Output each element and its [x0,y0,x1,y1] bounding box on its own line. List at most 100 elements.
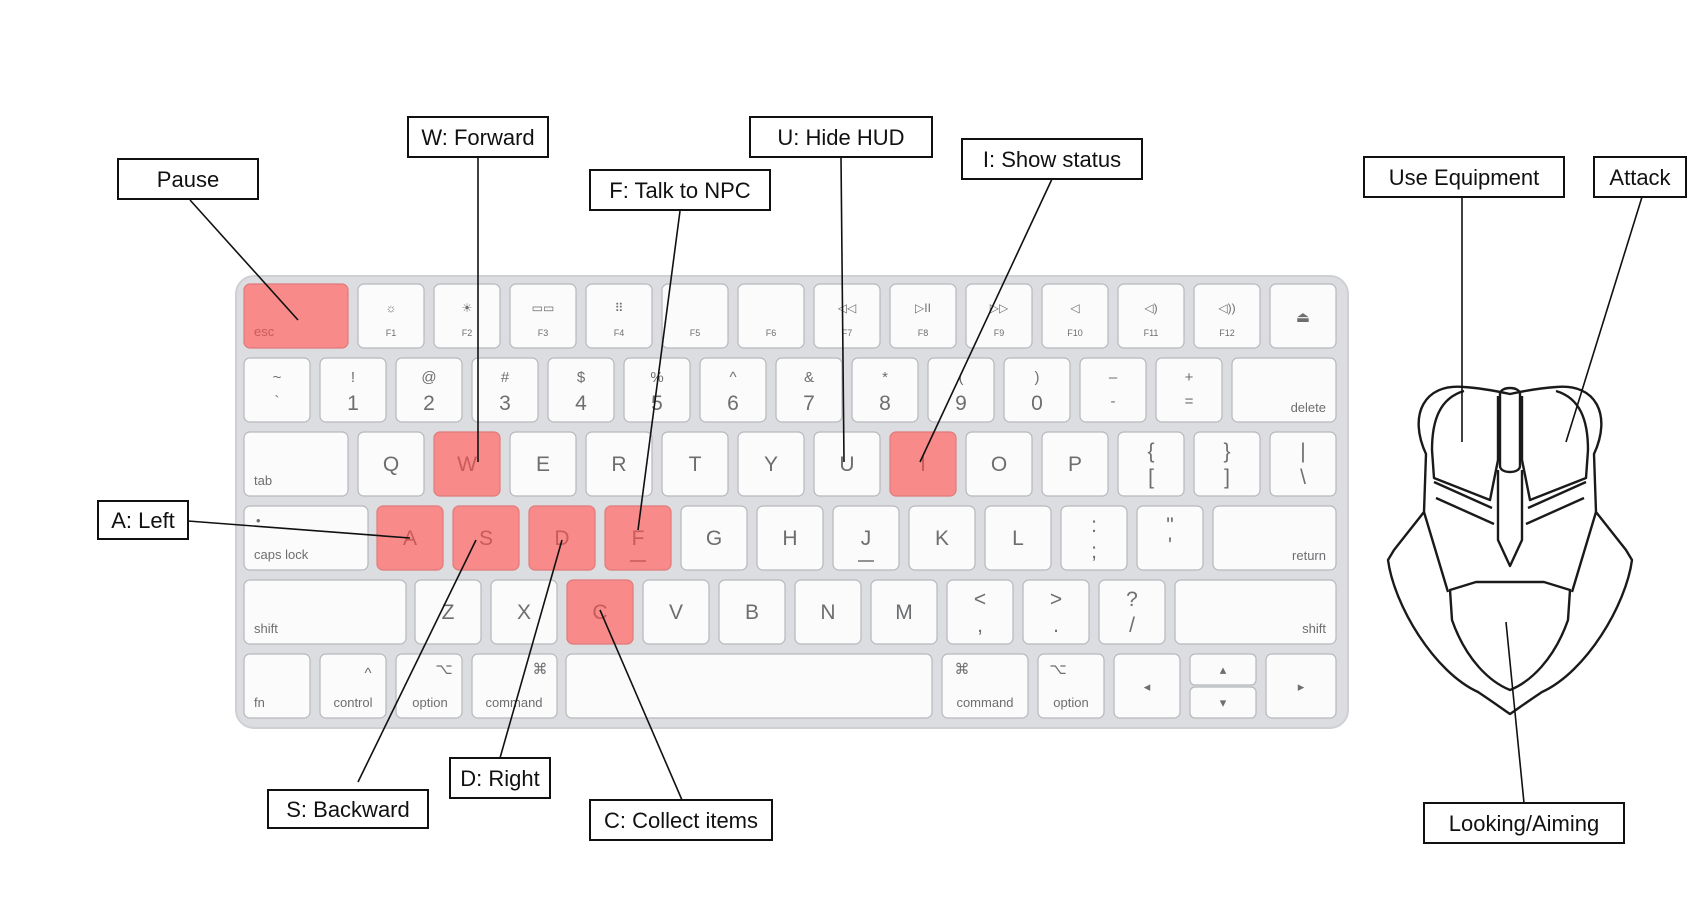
svg-text::: : [1091,514,1097,537]
key-f1[interactable]: ☼F1 [357,283,425,349]
svg-text:,: , [977,614,983,637]
arrow-down-icon: ▾ [1220,695,1227,710]
key-period[interactable]: >. [1022,579,1090,645]
key-equals[interactable]: += [1155,357,1223,423]
key-q[interactable]: Q [357,431,425,497]
key-right-option[interactable]: ⌥option [1037,653,1105,719]
key-left-command[interactable]: ⌘command [471,653,558,719]
svg-text:9: 9 [955,392,967,415]
key-n[interactable]: N [794,579,862,645]
launchpad-icon: ⠿ [615,301,624,315]
key-s[interactable]: S [452,505,520,571]
svg-text:): ) [1035,369,1040,386]
key-i[interactable]: I [889,431,957,497]
key-7[interactable]: &7 [775,357,843,423]
key-left-shift[interactable]: shift [243,579,407,645]
svg-text:tab: tab [254,473,272,488]
key-caps-lock[interactable]: •caps lock [243,505,369,571]
key-backtick[interactable]: ~` [243,357,311,423]
key-u[interactable]: U [813,431,881,497]
key-slash[interactable]: ?/ [1098,579,1166,645]
key-6[interactable]: ^6 [699,357,767,423]
label-pause: Pause [117,158,259,200]
label-looking-aiming: Looking/Aiming [1423,802,1625,844]
key-arrow-right[interactable]: ▸ [1265,653,1337,719]
key-f2[interactable]: ☀F2 [433,283,501,349]
key-w[interactable]: W [433,431,501,497]
key-o[interactable]: O [965,431,1033,497]
key-f11[interactable]: ◁)F11 [1117,283,1185,349]
key-arrow-left[interactable]: ◂ [1113,653,1181,719]
key-d[interactable]: D [528,505,596,571]
svg-text:.: . [1053,614,1059,637]
key-1[interactable]: !1 [319,357,387,423]
key-b[interactable]: B [718,579,786,645]
key-p[interactable]: P [1041,431,1109,497]
key-m[interactable]: M [870,579,938,645]
key-f12[interactable]: ◁))F12 [1193,283,1261,349]
key-3[interactable]: #3 [471,357,539,423]
key-g[interactable]: G [680,505,748,571]
key-x[interactable]: X [490,579,558,645]
key-comma[interactable]: <, [946,579,1014,645]
svg-text:I: I [920,453,926,476]
key-left-bracket[interactable]: {[ [1117,431,1185,497]
key-minus[interactable]: –- [1079,357,1147,423]
key-4[interactable]: $4 [547,357,615,423]
key-return[interactable]: return [1212,505,1337,571]
key-8[interactable]: *8 [851,357,919,423]
key-left-option[interactable]: ⌥option [395,653,463,719]
svg-text:B: B [745,601,759,624]
fast-forward-icon: ▷▷ [990,301,1009,315]
key-k[interactable]: K [908,505,976,571]
svg-text:2: 2 [423,392,435,415]
key-f9[interactable]: ▷▷F9 [965,283,1033,349]
label-backward: S: Backward [267,789,429,829]
key-f6[interactable]: F6 [737,283,805,349]
svg-text:H: H [782,527,797,550]
control-icon: ^ [364,665,371,682]
svg-text:F12: F12 [1219,328,1235,338]
svg-text:P: P [1068,453,1082,476]
key-quote[interactable]: "' [1136,505,1204,571]
key-v[interactable]: V [642,579,710,645]
svg-text:shift: shift [254,621,278,636]
svg-text:A: Left: A: Left [111,508,175,533]
key-2[interactable]: @2 [395,357,463,423]
key-j[interactable]: J [832,505,900,571]
key-tab[interactable]: tab [243,431,349,497]
key-delete[interactable]: delete [1231,357,1337,423]
key-right-command[interactable]: ⌘command [941,653,1029,719]
key-z[interactable]: Z [414,579,482,645]
key-f4[interactable]: ⠿F4 [585,283,653,349]
leader-lines [187,156,1643,804]
key-right-shift[interactable]: shift [1174,579,1337,645]
key-9[interactable]: (9 [927,357,995,423]
key-backslash[interactable]: |\ [1269,431,1337,497]
key-f10[interactable]: ◁F10 [1041,283,1109,349]
key-fn[interactable]: fn [243,653,311,719]
key-y[interactable]: Y [737,431,805,497]
key-f7[interactable]: ◁◁F7 [813,283,881,349]
key-e[interactable]: E [509,431,577,497]
key-space[interactable] [565,653,933,719]
key-semicolon[interactable]: :; [1060,505,1128,571]
key-right-bracket[interactable]: }] [1193,431,1261,497]
key-f3[interactable]: ▭▭F3 [509,283,577,349]
key-esc[interactable]: esc [243,283,349,349]
key-eject[interactable]: ⏏ [1269,283,1337,349]
key-f5[interactable]: F5 [661,283,729,349]
key-h[interactable]: H [756,505,824,571]
key-t[interactable]: T [661,431,729,497]
key-control[interactable]: ^control [319,653,387,719]
arrow-left-icon: ◂ [1144,679,1151,694]
key-l[interactable]: L [984,505,1052,571]
key-arrow-up[interactable]: ▴ [1189,653,1257,686]
svg-text:T: T [689,453,702,476]
key-r[interactable]: R [585,431,653,497]
key-f[interactable]: F [604,505,672,571]
label-show-status: I: Show status [961,138,1143,180]
key-arrow-down[interactable]: ▾ [1189,686,1257,719]
key-0[interactable]: )0 [1003,357,1071,423]
